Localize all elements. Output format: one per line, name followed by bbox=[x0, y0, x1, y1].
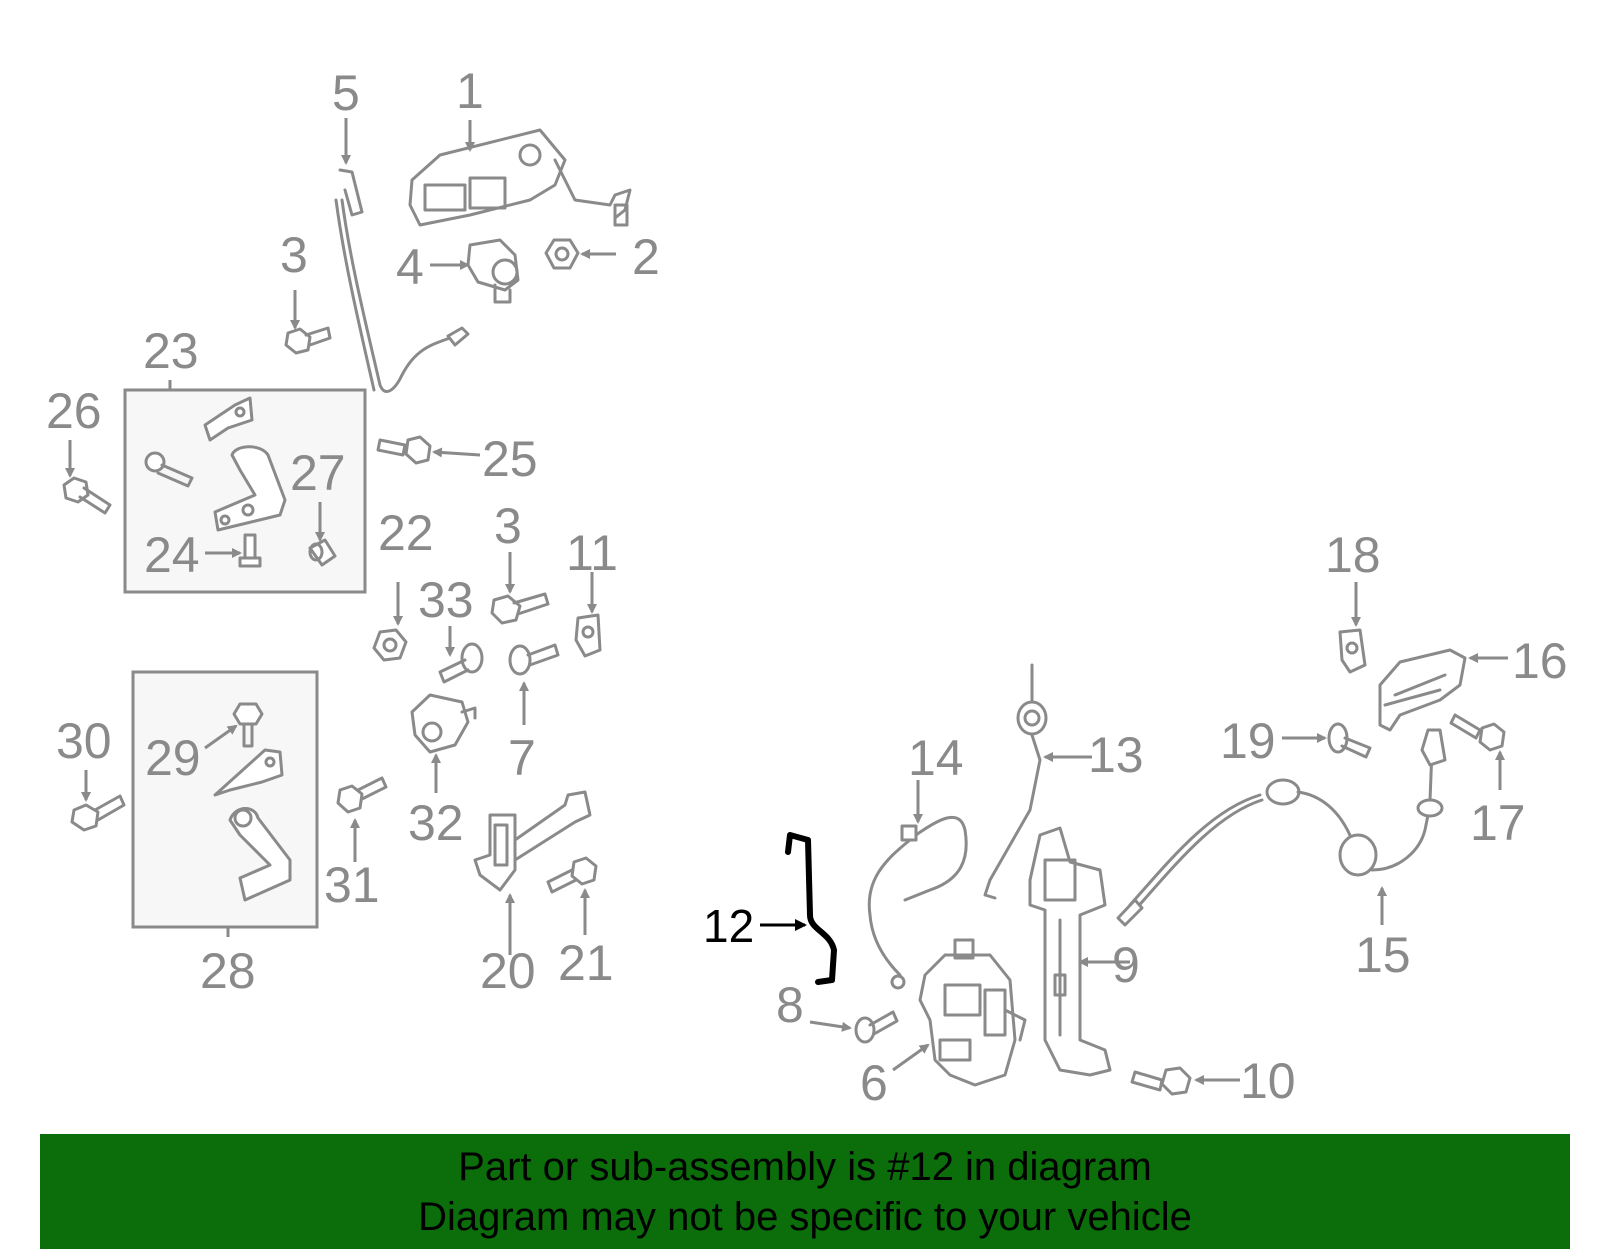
part-13-rod bbox=[983, 663, 1048, 900]
label-19: 19 bbox=[1220, 713, 1276, 769]
part-1-handle-bracket bbox=[408, 128, 632, 227]
label-6: 6 bbox=[860, 1055, 888, 1111]
part-32-check bbox=[410, 693, 477, 754]
leader-arrows bbox=[65, 118, 1508, 1085]
label-28: 28 bbox=[200, 943, 256, 999]
label-26: 26 bbox=[46, 383, 102, 439]
part-28-hinge-assembly bbox=[213, 702, 292, 902]
label-2: 2 bbox=[632, 229, 660, 285]
label-33: 33 bbox=[418, 572, 474, 628]
banner-line-1: Part or sub-assembly is #12 in diagram bbox=[458, 1144, 1152, 1189]
part-3-bolt-top bbox=[284, 326, 332, 355]
label-30: 30 bbox=[56, 713, 112, 769]
part-5-lock-rod bbox=[334, 168, 470, 393]
label-27: 27 bbox=[290, 445, 346, 501]
part-7-bolt bbox=[508, 643, 560, 676]
label-20: 20 bbox=[480, 943, 536, 999]
label-29: 29 bbox=[145, 730, 201, 786]
part-23-hinge-assembly bbox=[144, 396, 287, 532]
label-1: 1 bbox=[456, 63, 484, 119]
banner-line-2: Diagram may not be specific to your vehi… bbox=[418, 1194, 1192, 1239]
part-16-exterior-handle bbox=[1378, 648, 1467, 732]
label-32: 32 bbox=[408, 795, 464, 851]
part-8-bolt bbox=[854, 1010, 899, 1044]
label-16: 16 bbox=[1512, 633, 1568, 689]
part-19-bolt bbox=[1327, 722, 1372, 759]
label-12[interactable]: 12 bbox=[703, 900, 754, 952]
label-3-middle: 3 bbox=[494, 498, 522, 554]
part-4-lock-cylinder bbox=[466, 238, 520, 304]
part-27-bushing bbox=[308, 538, 337, 567]
label-13: 13 bbox=[1088, 727, 1144, 783]
label-21: 21 bbox=[558, 935, 614, 991]
part-3-bolt-middle bbox=[490, 592, 550, 625]
label-22: 22 bbox=[378, 505, 434, 561]
part-14-cable bbox=[867, 815, 968, 990]
label-7: 7 bbox=[508, 730, 536, 786]
label-15: 15 bbox=[1355, 927, 1411, 983]
label-17: 17 bbox=[1470, 795, 1526, 851]
label-18: 18 bbox=[1325, 527, 1381, 583]
label-11: 11 bbox=[566, 525, 618, 581]
label-14: 14 bbox=[908, 730, 964, 786]
part-24-pin bbox=[238, 533, 262, 568]
part-labels: 1 2 3 4 5 23 26 25 27 24 22 3 11 33 7 30… bbox=[46, 63, 1568, 1111]
part-9-handle-frame bbox=[1028, 826, 1112, 1077]
label-31: 31 bbox=[324, 857, 380, 913]
label-9: 9 bbox=[1112, 937, 1140, 993]
part-30-bolt bbox=[70, 794, 126, 832]
part-2-nut bbox=[544, 238, 580, 270]
info-banner: Part or sub-assembly is #12 in diagram D… bbox=[40, 1134, 1570, 1249]
part-31-bolt bbox=[336, 776, 388, 814]
part-17-bolt bbox=[1449, 713, 1506, 752]
label-23: 23 bbox=[143, 323, 199, 379]
part-6-latch bbox=[918, 938, 1027, 1087]
part-18-clip bbox=[1338, 628, 1367, 674]
label-25: 25 bbox=[482, 431, 538, 487]
part-26-bolt bbox=[62, 476, 112, 515]
label-24: 24 bbox=[144, 527, 200, 583]
label-5: 5 bbox=[332, 65, 360, 121]
part-20-door-check bbox=[473, 790, 592, 892]
part-29-bolt bbox=[232, 702, 264, 748]
label-3-top: 3 bbox=[280, 227, 308, 283]
part-21-bolt bbox=[546, 856, 598, 894]
part-10-bolt bbox=[1130, 1066, 1192, 1096]
label-8: 8 bbox=[776, 977, 804, 1033]
label-4: 4 bbox=[396, 239, 424, 295]
subassembly-box-28 bbox=[131, 670, 319, 929]
part-11-clip bbox=[574, 613, 602, 658]
part-22-nut bbox=[372, 628, 408, 662]
part-12-highlight bbox=[785, 832, 837, 985]
part-25-bolt bbox=[376, 435, 432, 465]
label-10: 10 bbox=[1240, 1053, 1296, 1109]
part-15-cable bbox=[1116, 728, 1447, 927]
part-33-striker bbox=[438, 642, 484, 684]
